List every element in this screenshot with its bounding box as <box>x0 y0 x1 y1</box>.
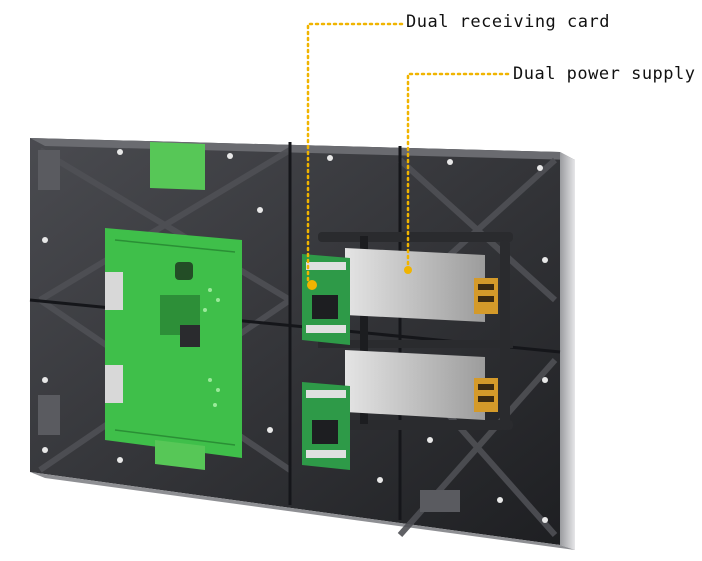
callout-leader-lines <box>306 22 510 285</box>
receiving-card-marker <box>308 281 316 289</box>
power-supply-marker <box>404 266 412 274</box>
callout-receiving-card-label: Dual receiving card <box>406 12 610 32</box>
receiving-card-bottom <box>302 382 350 470</box>
power-supply-top <box>345 248 498 322</box>
power-supply-bottom <box>345 350 498 420</box>
callout-power-supply-label: Dual power supply <box>513 64 696 84</box>
module-rails <box>318 232 513 430</box>
hub-board <box>105 142 242 470</box>
receiving-card-top <box>302 254 350 345</box>
